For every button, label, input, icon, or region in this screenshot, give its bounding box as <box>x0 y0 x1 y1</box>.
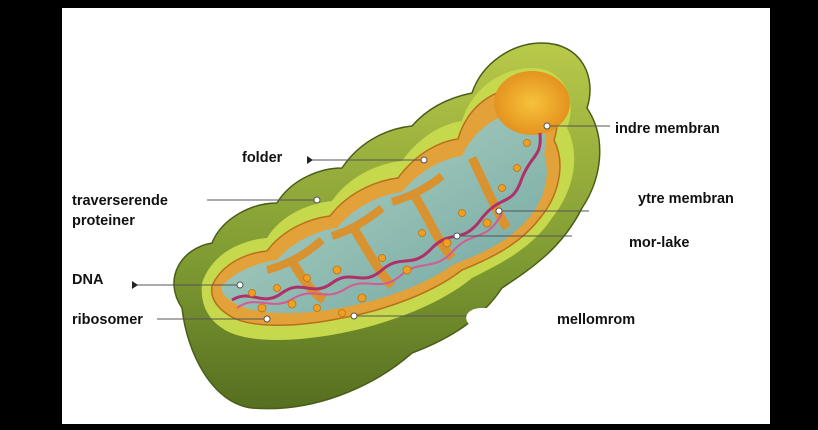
label-ribosomer: ribosomer <box>72 310 143 330</box>
right-black-bar <box>770 0 818 430</box>
marker-dna <box>237 282 243 288</box>
inner-membrane <box>212 71 570 325</box>
label-mor-lake: mor-lake <box>629 233 689 253</box>
marker-ytre-membran <box>496 208 502 214</box>
label-indre-membran: indre membran <box>615 119 720 139</box>
left-black-bar <box>0 0 62 430</box>
diagram-canvas: folder traverserende proteiner DNA ribos… <box>62 8 770 424</box>
arrow-folder <box>307 156 313 164</box>
marker-ribosomer <box>264 316 270 322</box>
label-traverserende-proteiner: traverserende proteiner <box>72 191 222 231</box>
label-dna: DNA <box>72 270 103 290</box>
label-folder: folder <box>242 148 282 168</box>
marker-folder <box>421 157 427 163</box>
marker-mor-lake <box>454 233 460 239</box>
marker-mellomrom <box>351 313 357 319</box>
marker-traverserende <box>314 197 320 203</box>
marker-indre-membran <box>544 123 550 129</box>
label-ytre-membran: ytre membran <box>638 189 734 209</box>
label-mellomrom: mellomrom <box>557 310 635 330</box>
white-patch-right <box>539 263 706 290</box>
arrow-dna <box>132 281 138 289</box>
